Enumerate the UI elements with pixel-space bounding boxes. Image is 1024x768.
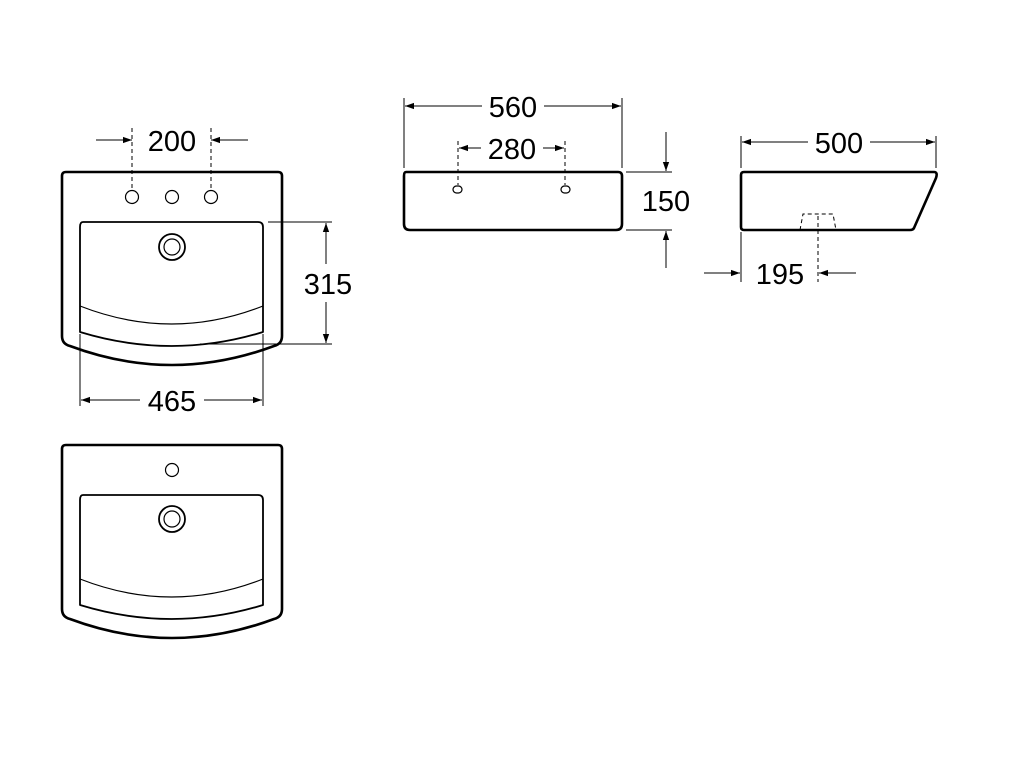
dimension-bowl-width: 465: [79, 334, 264, 418]
dimension-tap-hole-spacing: 200: [96, 126, 248, 190]
dimension-overall-width: 560: [403, 92, 623, 168]
side-view: 500 195: [704, 128, 938, 291]
bowl-front-curve-2: [79, 578, 264, 598]
drain-icon-2: [158, 505, 186, 533]
dim-label-315: 315: [304, 269, 352, 301]
tap-hole-right: [203, 189, 219, 205]
tap-hole-single: [164, 462, 180, 478]
basin-outline: [60, 170, 284, 367]
dim-label-200: 200: [148, 126, 196, 158]
dim-label-560: 560: [489, 92, 537, 124]
dimension-bowl-depth: 315: [200, 221, 352, 345]
bowl-outline-2: [79, 494, 264, 620]
dimension-height: 150: [626, 132, 690, 268]
fixing-hole-left: [452, 185, 463, 194]
top-view-three-hole: 200 315 465: [60, 126, 352, 418]
dim-label-280: 280: [488, 134, 536, 166]
front-view: 560 280 150: [402, 92, 690, 268]
waste-outlet-icon: [799, 213, 837, 231]
front-outline: [402, 170, 624, 232]
top-view-single-hole: [60, 443, 284, 640]
basin-outline-2: [60, 443, 284, 640]
bowl-outline: [79, 221, 264, 347]
bowl-front-curve: [79, 305, 264, 325]
fixing-hole-right: [560, 185, 571, 194]
tap-hole-left: [124, 189, 140, 205]
dim-label-150: 150: [642, 186, 690, 218]
dim-label-500: 500: [815, 128, 863, 160]
dimension-fixing-hole-spacing: 280: [457, 134, 566, 185]
dim-label-195: 195: [756, 259, 804, 291]
drain-icon: [158, 233, 186, 261]
dim-label-465: 465: [148, 386, 196, 418]
dimension-overall-depth: 500: [740, 128, 937, 168]
side-outline: [739, 170, 938, 232]
tap-hole-center: [164, 189, 180, 205]
dimension-waste-offset: 195: [704, 216, 856, 291]
